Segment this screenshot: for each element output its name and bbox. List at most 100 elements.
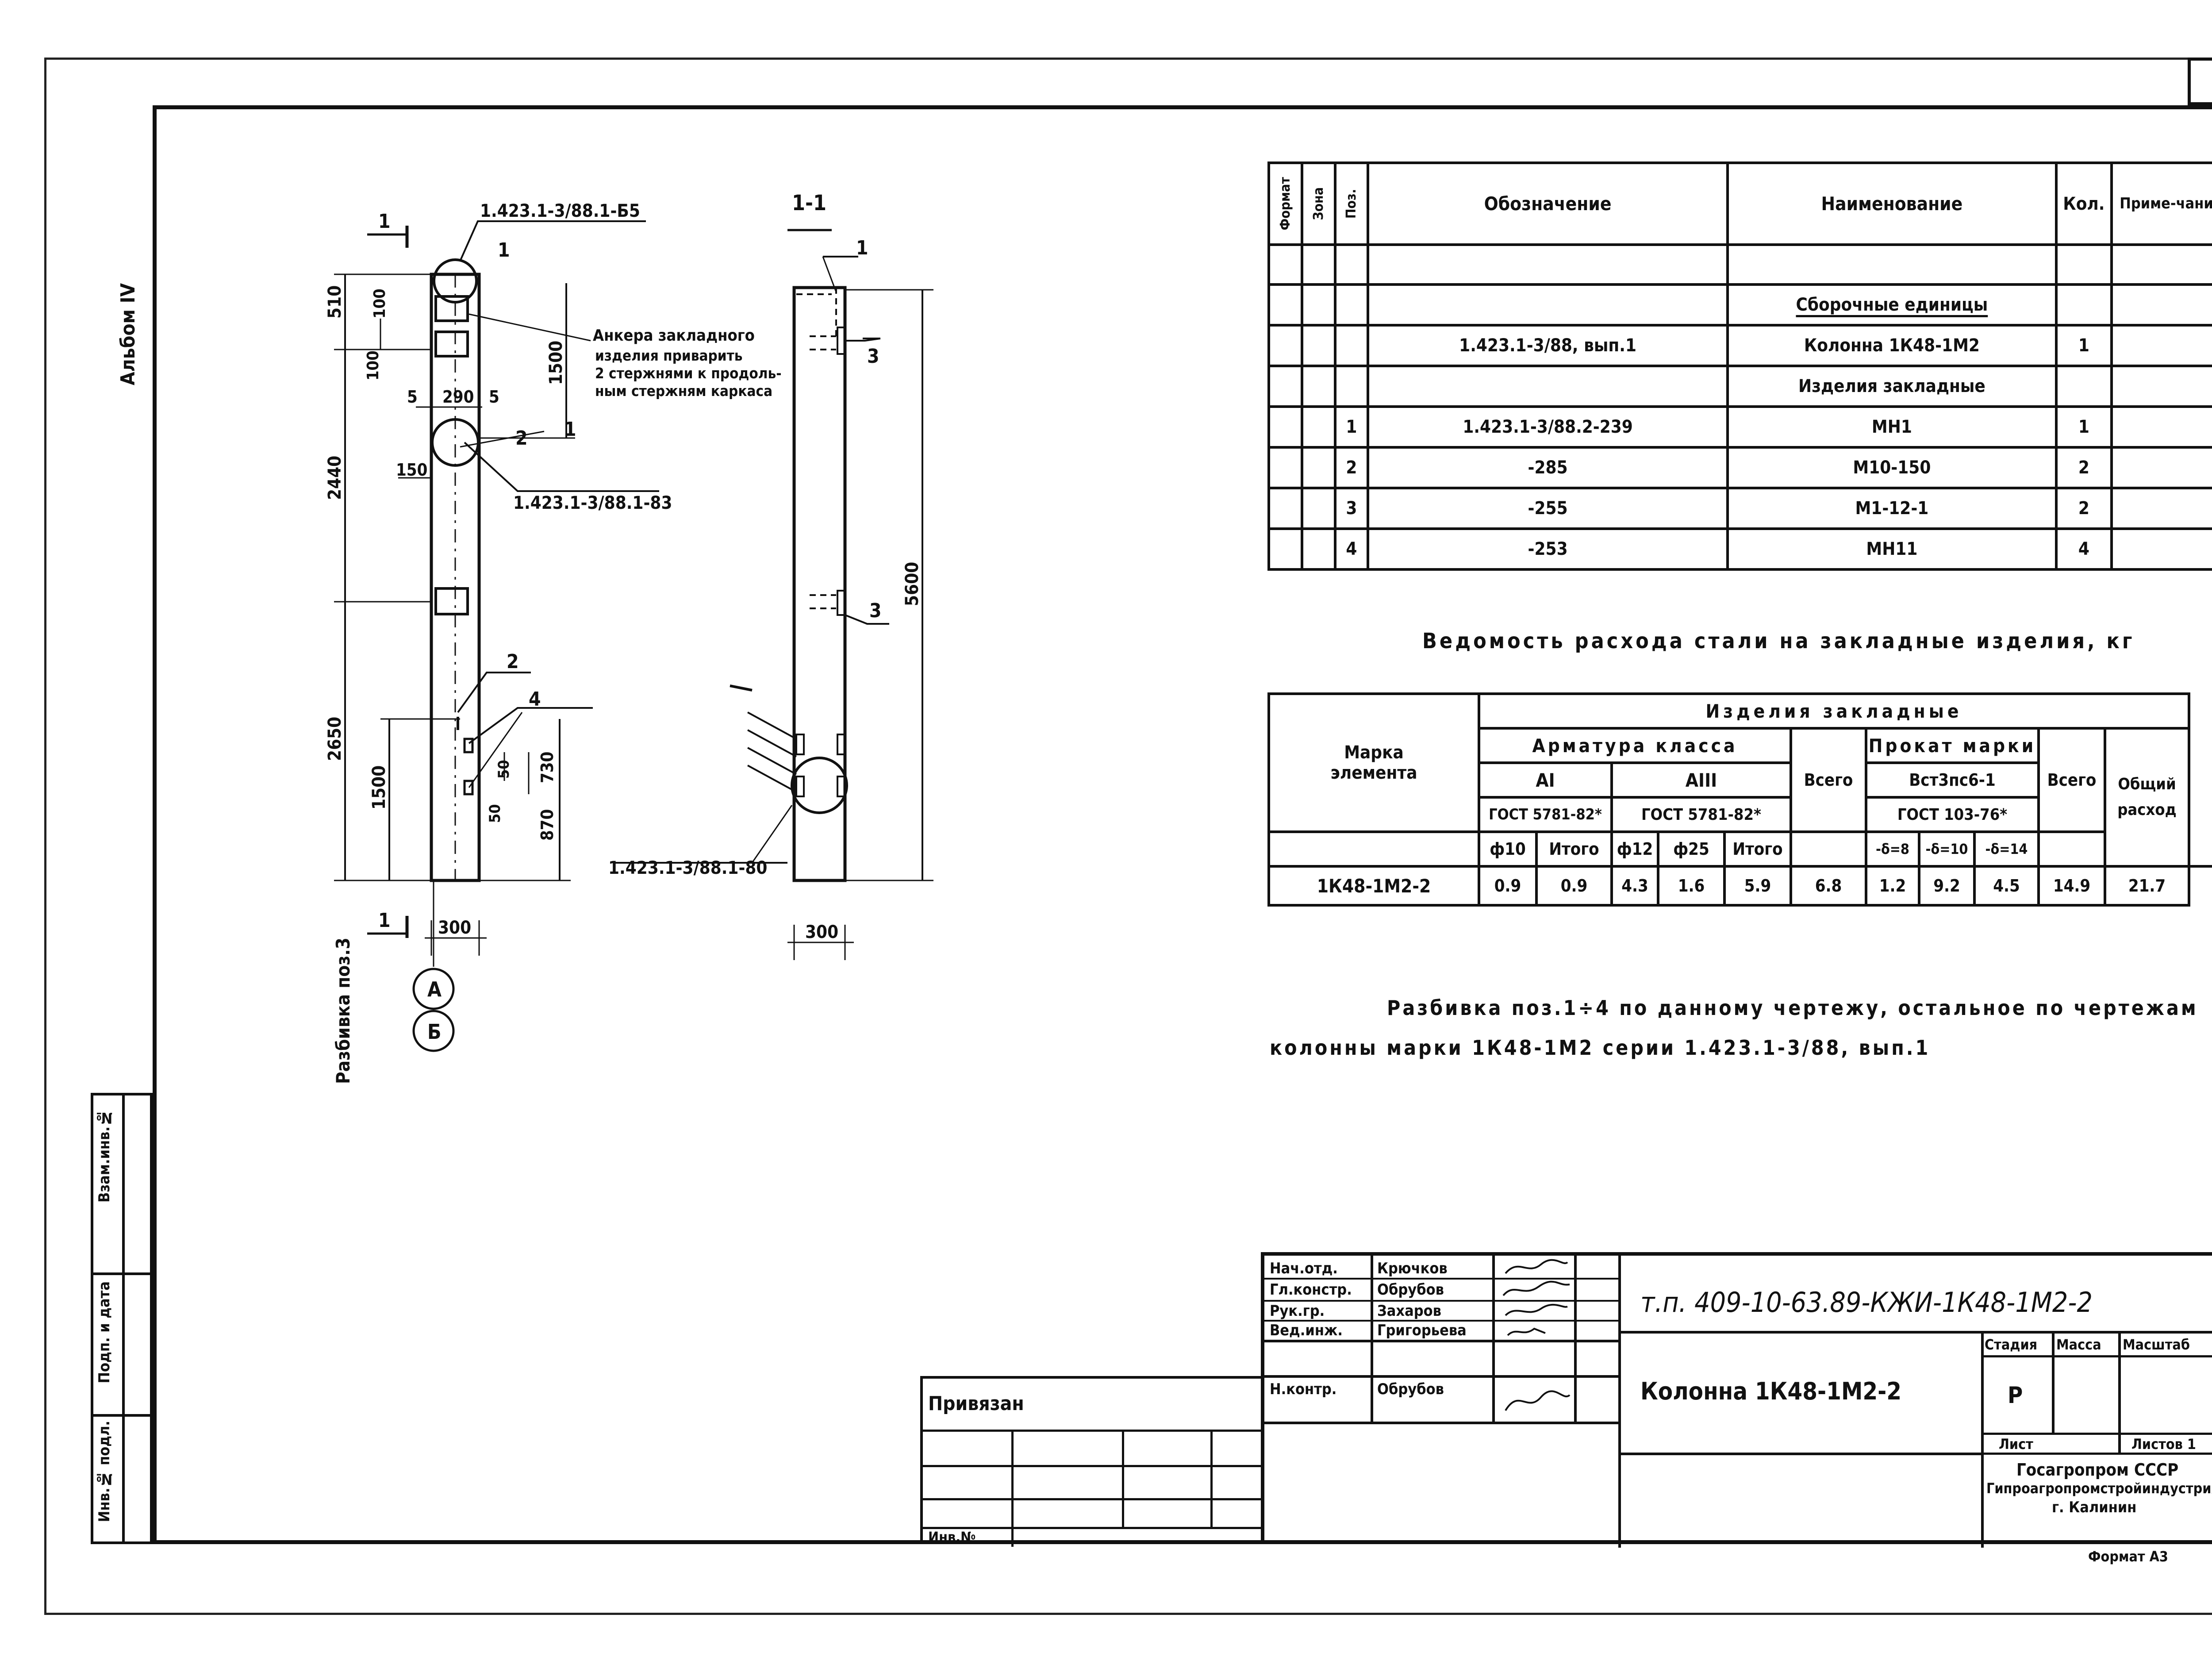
hdr-note: Приме-чание [2110, 161, 2212, 246]
embedded-plate-middle [434, 587, 469, 615]
hdr-designation: Обозначение [1367, 161, 1729, 246]
tb-org-3: г. Калинин [2052, 1499, 2137, 1516]
cut-mark-top: 1 [378, 210, 391, 233]
sub-d8: -δ=8 [1865, 830, 1920, 868]
dim-1500b: 1500 [369, 765, 389, 810]
ref-b5: 1.423.1-3/88.1-Б5 [480, 201, 640, 221]
sub-f25: ф25 [1657, 830, 1726, 868]
pos-1-mid: 1 [564, 418, 576, 441]
hdr-a1: АI [1478, 761, 1613, 799]
pos-1-section: 1 [856, 237, 868, 259]
hdr-total-rolled: Всего [2037, 727, 2106, 833]
hdr-gost1: ГОСТ 5781-82* [1478, 796, 1613, 833]
axis-b-label: Б [427, 1020, 442, 1044]
tb-role-3: Вед.инж. [1270, 1322, 1343, 1339]
hdr-a3: АIII [1610, 761, 1792, 799]
pos-3-upper: 3 [867, 345, 879, 368]
dim-1500a: 1500 [546, 341, 566, 385]
tb-role-1: Гл.констр. [1270, 1281, 1352, 1299]
ref-80: 1.423.1-3/88.1-80 [608, 858, 767, 878]
hdr-overall: Общий расход [2104, 727, 2190, 868]
bound-label: Привязан [928, 1392, 1024, 1415]
pos-2-lower: 2 [507, 650, 519, 673]
hdr-gost2: ГОСТ 5781-82* [1610, 796, 1792, 833]
sub-itogo2: Итого [1723, 830, 1792, 868]
title-block: Нач.отд. Гл.констр. Рук.гр. Вед.инж. Н.к… [1261, 1252, 2212, 1548]
dim-870: 870 [538, 809, 557, 841]
tb-org-1: Госагропром СССР [2016, 1460, 2179, 1480]
outer-frame [44, 58, 2212, 1615]
table-row [1267, 243, 2212, 286]
tb-stage: Р [2008, 1382, 2023, 1409]
hdr-rebar: Арматура класса [1478, 727, 1792, 764]
dim-2440: 2440 [325, 456, 345, 500]
tb-name-5: Обрубов [1377, 1380, 1444, 1398]
hdr-name: Наименование [1726, 161, 2058, 246]
layout-label: Разбивка поз.3 [332, 938, 354, 1084]
dim-5b: 5 [489, 387, 499, 407]
dim-150: 150 [396, 460, 427, 480]
dim-510: 510 [325, 285, 345, 319]
tb-name-0: Крючков [1377, 1260, 1448, 1277]
embedded-plate-upper [434, 331, 469, 357]
sub-d10: -δ=10 [1918, 830, 1976, 868]
detail-circle-83 [431, 418, 480, 467]
dim-50a: 50 [495, 760, 513, 779]
tb-org-2: Гипроагропромстройиндустрия [1986, 1480, 2212, 1497]
anchor-note-2: изделия приварить [595, 347, 743, 364]
dim-50b: 50 [486, 804, 504, 823]
anchor-note-3: 2 стержнями к продоль- [595, 365, 782, 382]
tb-role-0: Нач.отд. [1270, 1260, 1338, 1277]
dim-300a: 300 [438, 918, 471, 938]
embedded-plate-top [434, 295, 469, 322]
table-row: 1К48-1М2-2 0.9 0.9 4.3 1.6 5.9 6.8 1.2 9… [1267, 865, 2212, 907]
dim-100b: 100 [364, 350, 382, 381]
hdr-vst: Вст3пс6-1 [1865, 761, 2040, 799]
tb-role-2: Рук.гр. [1270, 1302, 1325, 1320]
steel-title: Ведомость расхода стали на закладные изд… [1422, 629, 2135, 653]
tb-name-1: Обрубов [1377, 1281, 1444, 1299]
dim-100: 100 [371, 288, 389, 319]
tb-sheets-label: Листов 1 [2131, 1436, 2196, 1453]
cut-mark-bottom: 1 [378, 909, 391, 932]
inv-label: Инв.№ [928, 1529, 976, 1545]
anchor-note-4: ным стержням каркаса [595, 382, 772, 400]
tb-mass-label: Масса [2056, 1336, 2101, 1353]
hdr-total-rebar: Всего [1790, 727, 1867, 833]
tb-scale-label: Масштаб [2123, 1336, 2190, 1353]
tb-code: т.п. 409-10-63.89-КЖИ-1К48-1М2-2 [1640, 1286, 2093, 1318]
hdr-rolled: Прокат марки [1865, 727, 2040, 764]
hdr-mark: Марка элемента [1267, 692, 1480, 833]
hdr-format: Формат [1277, 177, 1293, 231]
section-assembly-units: Сборочные единицы [1796, 295, 1988, 315]
tb-role-5: Н.контр. [1270, 1380, 1337, 1398]
detail-circle-80 [791, 757, 848, 814]
left-strip: Инв.№ подл. Подп. и дата Взам.инв.№ [91, 1093, 153, 1544]
axis-a-label: А [427, 977, 442, 1001]
pos-1-top: 1 [498, 239, 510, 261]
sub-f10: ф10 [1478, 830, 1538, 868]
table-row: Изделия закладные [1267, 365, 2212, 408]
axis-bubble-a [412, 968, 455, 1010]
axis-bubble-b [412, 1010, 455, 1052]
dim-290: 290 [442, 387, 474, 407]
tb-format: Формат А3 [2088, 1548, 2168, 1565]
table-row: Сборочные единицы [1267, 283, 2212, 327]
section-label: 1-1 [792, 191, 826, 215]
note-line-2: колонны марки 1К48-1М2 серии 1.423.1-3/8… [1270, 1036, 1931, 1060]
hdr-zona: Зона [1310, 187, 1326, 220]
pos-4: 4 [529, 688, 541, 711]
sub-itogo1: Итого [1535, 830, 1613, 868]
sub-d14: -δ=14 [1973, 830, 2040, 868]
inner-frame [153, 105, 2212, 1544]
note-line-1: Разбивка поз.1÷4 по данному чертежу, ост… [1387, 996, 2198, 1020]
pos-3-lower: 3 [869, 600, 882, 622]
dim-730: 730 [538, 752, 557, 783]
ref-83: 1.423.1-3/88.1-83 [513, 493, 672, 513]
tb-sheet-label: Лист [1999, 1436, 2033, 1453]
hdr-qty: Кол. [2055, 161, 2113, 246]
dim-5600: 5600 [902, 562, 922, 606]
